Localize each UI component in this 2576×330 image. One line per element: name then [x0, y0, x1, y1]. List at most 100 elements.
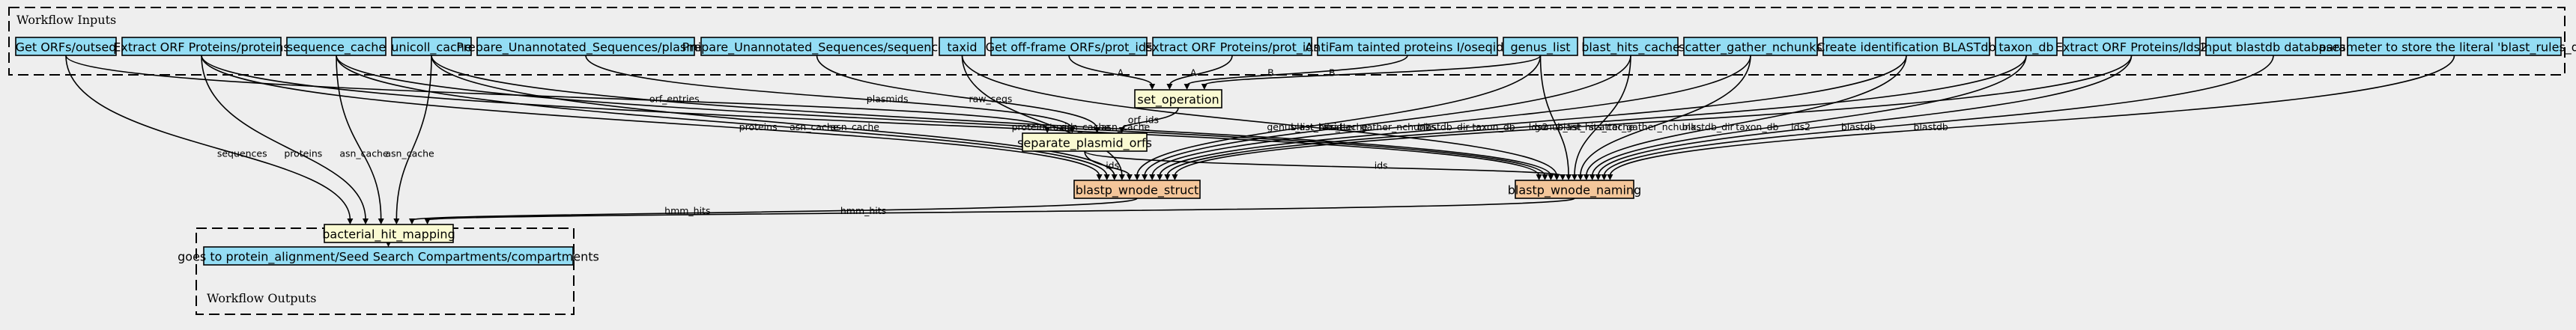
edge-label: blastdb — [1914, 121, 1948, 132]
edge-arrowhead — [393, 219, 400, 224]
scatter-gather-label: scatter_gather_nchunks — [1679, 40, 1822, 55]
edge-genus-list-to-blastp-struct: genus_list — [1134, 55, 1542, 180]
set-operation-label: set_operation — [1137, 93, 1219, 108]
edge-arrowhead — [1166, 84, 1173, 90]
edge-create-blastdb-to-blastp-naming: blastdb_dir — [1583, 55, 1907, 180]
out-compartments-box — [203, 246, 574, 266]
sequence-cache-label: sequence_cache — [287, 40, 386, 55]
unicoll-cache-box — [391, 37, 472, 56]
edge-line — [1597, 55, 2133, 177]
unicoll-cache-node[interactable]: unicoll_cache — [391, 37, 472, 56]
edge-arrowhead — [1184, 84, 1190, 90]
edge-line — [1603, 55, 2274, 177]
bacterial-hit-mapping-node[interactable]: bacterial_hit_mapping — [322, 224, 455, 243]
prep-plasmids-box — [476, 37, 695, 56]
edge-line — [431, 55, 1115, 177]
get-offframe-node[interactable]: Get off-frame ORFs/prot_ids — [986, 37, 1153, 56]
prep-plasmids-node[interactable]: Prepare_Unannotated_Sequences/plasmids — [456, 37, 715, 56]
out-compartments-node[interactable]: goes to protein_alignment/Seed Search Co… — [178, 246, 599, 266]
edge-get-orfs-to-bacterial-hit-mapping: sequences — [65, 55, 354, 224]
edge-arrowhead — [1595, 174, 1601, 180]
blast-rules-param-node[interactable]: parameter to store the literal 'blast_ru… — [2319, 37, 2576, 56]
extract-lds2-label: Extract ORF Proteins/lds2 — [2055, 40, 2207, 55]
edge-label: sequences — [217, 148, 267, 159]
taxon-db-node[interactable]: taxon_db — [1995, 37, 2058, 56]
edge-line — [1151, 55, 1751, 177]
edge-blast-rules-param-to-blastp-naming: blastdb — [1607, 55, 2455, 180]
edge-label: genus_list — [1267, 121, 1314, 132]
edge-arrowhead — [1536, 174, 1542, 180]
antifam-box — [1317, 37, 1498, 56]
edge-label: blastdb_dir — [1417, 121, 1470, 132]
edge-line — [1174, 55, 2133, 177]
edge-arrowhead — [1149, 84, 1156, 90]
edge-label: plasmids — [867, 93, 909, 104]
extract-prot-ids-box — [1152, 37, 1312, 56]
extract-prot-ids-node[interactable]: Extract ORF Proteins/prot_ids — [1145, 37, 1320, 56]
edge-line — [1144, 55, 1631, 177]
edge-blastp-naming-to-bacterial-hit-mapping: hmm_hits — [424, 198, 1575, 224]
edge-label: orf_ids — [1128, 114, 1159, 125]
edge-line — [1186, 55, 1408, 86]
edge-arrowhead — [1094, 127, 1100, 133]
prep-sequences-node[interactable]: Prepare_Unannotated_Sequences/sequences — [682, 37, 952, 56]
edge-line — [65, 55, 351, 221]
genus-list-node[interactable]: genus_list — [1503, 37, 1578, 56]
edge-line — [426, 198, 1575, 221]
edge-arrowhead — [1572, 174, 1578, 180]
edge-sequence-cache-to-bacterial-hit-mapping: asn_cache — [336, 55, 389, 224]
separate-plasmid-orfs-box — [1022, 132, 1148, 152]
edge-label: hmm_hits — [664, 205, 710, 216]
out-compartments-label: goes to protein_alignment/Seed Search Co… — [178, 250, 599, 265]
edge-arrowhead — [378, 219, 384, 224]
separate-plasmid-orfs-label: separate_plasmid_orfs — [1017, 136, 1152, 151]
edge-line — [1609, 55, 2455, 177]
prep-plasmids-label: Prepare_Unannotated_Sequences/plasmids — [456, 40, 715, 55]
input-blastdb-node[interactable]: Input blastdb databases — [2201, 37, 2346, 56]
edge-line — [1204, 55, 1542, 86]
sequence-cache-node[interactable]: sequence_cache — [286, 37, 387, 56]
edge-unicoll-cache-to-blastp-naming: asn_cache — [431, 55, 1554, 180]
antifam-label: AntiFam tainted proteins I/oseqids — [1305, 40, 1510, 55]
extract-orf-proteins-node[interactable]: Extract ORF Proteins/proteins — [113, 37, 290, 56]
blastp-struct-node[interactable]: blastp_wnode_struct — [1073, 180, 1201, 199]
edge-label: ids — [1375, 159, 1388, 171]
edge-line — [1591, 55, 2027, 177]
edge-label: A — [1190, 67, 1197, 79]
edge-arrowhead — [1542, 174, 1548, 180]
create-blastdb-node[interactable]: Create identification BLASTdb — [1816, 37, 1996, 56]
edge-unicoll-cache-to-blastp-struct: asn_cache — [431, 55, 1118, 180]
scatter-gather-node[interactable]: scatter_gather_nchunks — [1679, 37, 1822, 56]
edge-prep-plasmids-to-separate-plasmid-orfs: plasmids — [585, 55, 1076, 133]
edge-line — [585, 55, 1073, 129]
workflow-outputs-cluster-label: Workflow Outputs — [207, 291, 316, 305]
edge-arrowhead — [1566, 174, 1572, 180]
edge-label: B — [1267, 67, 1274, 79]
edge-arrowhead — [1577, 174, 1584, 180]
edge-line — [336, 55, 382, 221]
edge-label: proteins — [284, 148, 322, 159]
blastp-naming-node[interactable]: blastp_wnode_naming — [1508, 180, 1641, 199]
set-operation-node[interactable]: set_operation — [1134, 89, 1222, 109]
separate-plasmid-orfs-node[interactable]: separate_plasmid_orfs — [1017, 132, 1152, 152]
edge-arrowhead — [347, 219, 354, 224]
edge-label: proteins — [739, 121, 778, 132]
edge-line — [961, 55, 1558, 177]
edge-label: ids — [1106, 159, 1119, 171]
extract-lds2-node[interactable]: Extract ORF Proteins/lds2 — [2055, 37, 2207, 56]
edge-arrowhead — [1548, 174, 1554, 180]
taxid-node[interactable]: taxid — [939, 37, 986, 56]
taxon-db-label: taxon_db — [1998, 40, 2053, 55]
extract-prot-ids-label: Extract ORF Proteins/prot_ids — [1145, 40, 1320, 55]
edge-label: scatter_gather_nchunks — [1324, 121, 1436, 132]
blastp-naming-box — [1515, 180, 1634, 199]
antifam-node[interactable]: AntiFam tainted proteins I/oseqids — [1305, 37, 1510, 56]
edge-antifam-to-set-operation: B — [1184, 55, 1408, 90]
get-orfs-node[interactable]: Get ORFs/outseq — [15, 37, 117, 56]
blast-hits-cache-node[interactable]: blast_hits_cache — [1581, 37, 1680, 56]
edge-line — [1580, 55, 1751, 177]
edge-input-blastdb-to-blastp-naming: blastdb — [1601, 55, 2274, 180]
workflow-inputs-cluster — [8, 7, 2566, 76]
edge-create-blastdb-to-blastp-struct: blastdb_dir — [1157, 55, 1907, 180]
get-offframe-box — [990, 37, 1148, 56]
